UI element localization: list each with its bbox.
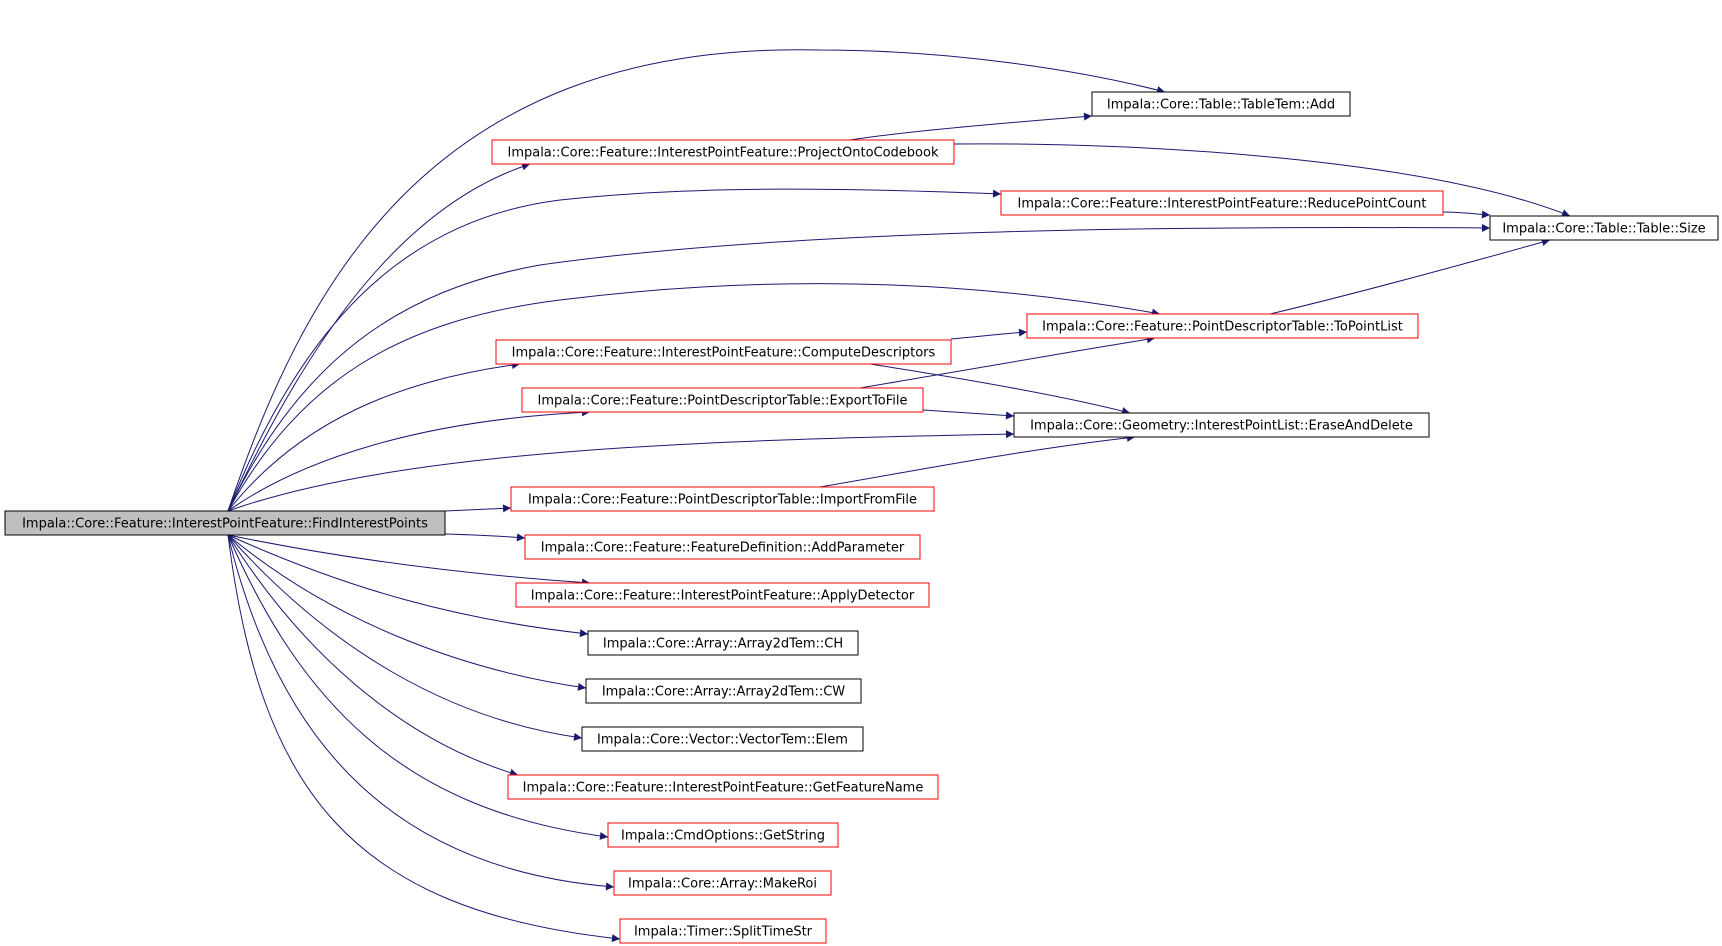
- edges: [227, 49, 1571, 943]
- edge-project-to-add: [849, 112, 1093, 141]
- node-project[interactable]: Impala::Core::Feature::InterestPointFeat…: [491, 139, 955, 165]
- node-box-addparam: [524, 534, 921, 560]
- node-label-compute: Impala::Core::Feature::InterestPointFeat…: [512, 346, 936, 361]
- edge-root-to-import: [444, 504, 512, 513]
- node-getstring[interactable]: Impala::CmdOptions::GetString: [607, 822, 839, 848]
- node-label-topoint: Impala::Core::Feature::PointDescriptorTa…: [1042, 320, 1403, 335]
- node-label-size: Impala::Core::Table::Table::Size: [1502, 222, 1705, 237]
- node-box-split: [619, 918, 827, 944]
- node-compute[interactable]: Impala::Core::Feature::InterestPointFeat…: [495, 339, 952, 365]
- node-box-root: [4, 510, 446, 536]
- edge-reduce-to-size: [1442, 210, 1491, 219]
- node-box-project: [491, 139, 955, 165]
- edge-root-to-makeroi: [227, 534, 615, 891]
- node-box-erase: [1013, 412, 1430, 438]
- node-label-erase: Impala::Core::Geometry::InterestPointLis…: [1030, 419, 1413, 434]
- node-cw: Impala::Core::Array::Array2dTem::CW: [585, 678, 862, 704]
- node-topoint[interactable]: Impala::Core::Feature::PointDescriptorTa…: [1026, 313, 1419, 339]
- node-box-export: [521, 387, 924, 413]
- node-erase: Impala::Core::Geometry::InterestPointLis…: [1013, 412, 1430, 438]
- node-label-elem: Impala::Core::Vector::VectorTem::Elem: [597, 733, 848, 748]
- edge-root-to-cw: [227, 534, 587, 691]
- node-box-apply: [515, 582, 930, 608]
- node-apply[interactable]: Impala::Core::Feature::InterestPointFeat…: [515, 582, 930, 608]
- edge-root-to-erase: [227, 430, 1015, 512]
- node-import[interactable]: Impala::Core::Feature::PointDescriptorTa…: [510, 486, 935, 512]
- node-label-makeroi: Impala::Core::Array::MakeRoi: [628, 877, 817, 892]
- edge-root-to-add: [227, 49, 1166, 512]
- edge-root-to-size: [227, 223, 1491, 512]
- node-getname[interactable]: Impala::Core::Feature::InterestPointFeat…: [507, 774, 939, 800]
- node-box-size: [1489, 215, 1719, 241]
- node-box-reduce: [1000, 190, 1444, 216]
- edge-root-to-ch: [227, 534, 589, 638]
- node-label-root: Impala::Core::Feature::InterestPointFeat…: [22, 517, 428, 532]
- node-label-getstring: Impala::CmdOptions::GetString: [621, 829, 825, 844]
- node-add: Impala::Core::Table::TableTem::Add: [1091, 91, 1351, 117]
- edge-project-to-size: [953, 143, 1571, 217]
- node-label-export: Impala::Core::Feature::PointDescriptorTa…: [538, 394, 908, 409]
- node-box-getstring: [607, 822, 839, 848]
- edge-root-to-compute: [227, 361, 521, 512]
- edge-export-to-topoint: [859, 335, 1156, 389]
- node-box-compute: [495, 339, 952, 365]
- node-box-makeroi: [613, 870, 832, 896]
- edge-export-to-erase: [922, 409, 1015, 420]
- node-label-addparam: Impala::Core::Feature::FeatureDefinition…: [541, 541, 905, 556]
- node-export[interactable]: Impala::Core::Feature::PointDescriptorTa…: [521, 387, 924, 413]
- node-box-ch: [587, 630, 859, 656]
- node-box-getname: [507, 774, 939, 800]
- edge-import-to-erase: [819, 433, 1136, 488]
- node-box-import: [510, 486, 935, 512]
- node-size: Impala::Core::Table::Table::Size: [1489, 215, 1719, 241]
- node-split[interactable]: Impala::Timer::SplitTimeStr: [619, 918, 827, 944]
- edge-root-to-export: [227, 408, 591, 512]
- node-label-apply: Impala::Core::Feature::InterestPointFeat…: [531, 589, 915, 604]
- node-label-add: Impala::Core::Table::TableTem::Add: [1107, 98, 1335, 113]
- edge-root-to-project: [227, 162, 531, 512]
- edge-root-to-elem: [227, 534, 583, 741]
- node-box-elem: [581, 726, 864, 752]
- nodes: Impala::Core::Feature::InterestPointFeat…: [4, 91, 1719, 944]
- node-root: Impala::Core::Feature::InterestPointFeat…: [4, 510, 446, 536]
- edge-root-to-topoint: [227, 283, 1161, 512]
- node-label-ch: Impala::Core::Array::Array2dTem::CH: [603, 637, 843, 652]
- node-makeroi[interactable]: Impala::Core::Array::MakeRoi: [613, 870, 832, 896]
- node-label-getname: Impala::Core::Feature::InterestPointFeat…: [523, 781, 924, 796]
- edge-root-to-getname: [227, 534, 519, 777]
- node-addparam[interactable]: Impala::Core::Feature::FeatureDefinition…: [524, 534, 921, 560]
- node-label-reduce: Impala::Core::Feature::InterestPointFeat…: [1017, 197, 1426, 212]
- edge-compute-to-erase: [869, 363, 1131, 415]
- node-label-cw: Impala::Core::Array::Array2dTem::CW: [602, 685, 845, 700]
- edge-root-to-split: [227, 534, 621, 943]
- edge-topoint-to-size: [1269, 238, 1551, 315]
- node-label-project: Impala::Core::Feature::InterestPointFeat…: [507, 146, 938, 161]
- node-box-cw: [585, 678, 862, 704]
- edge-compute-to-topoint: [950, 328, 1028, 340]
- edge-root-to-reduce: [227, 188, 1002, 512]
- node-box-topoint: [1026, 313, 1419, 339]
- node-label-split: Impala::Timer::SplitTimeStr: [634, 925, 813, 940]
- node-box-add: [1091, 91, 1351, 117]
- edge-root-to-addparam: [444, 533, 526, 542]
- edge-root-to-apply: [227, 534, 591, 587]
- node-reduce[interactable]: Impala::Core::Feature::InterestPointFeat…: [1000, 190, 1444, 216]
- edge-root-to-getstring: [227, 534, 609, 840]
- node-elem: Impala::Core::Vector::VectorTem::Elem: [581, 726, 864, 752]
- node-ch: Impala::Core::Array::Array2dTem::CH: [587, 630, 859, 656]
- node-label-import: Impala::Core::Feature::PointDescriptorTa…: [528, 493, 917, 508]
